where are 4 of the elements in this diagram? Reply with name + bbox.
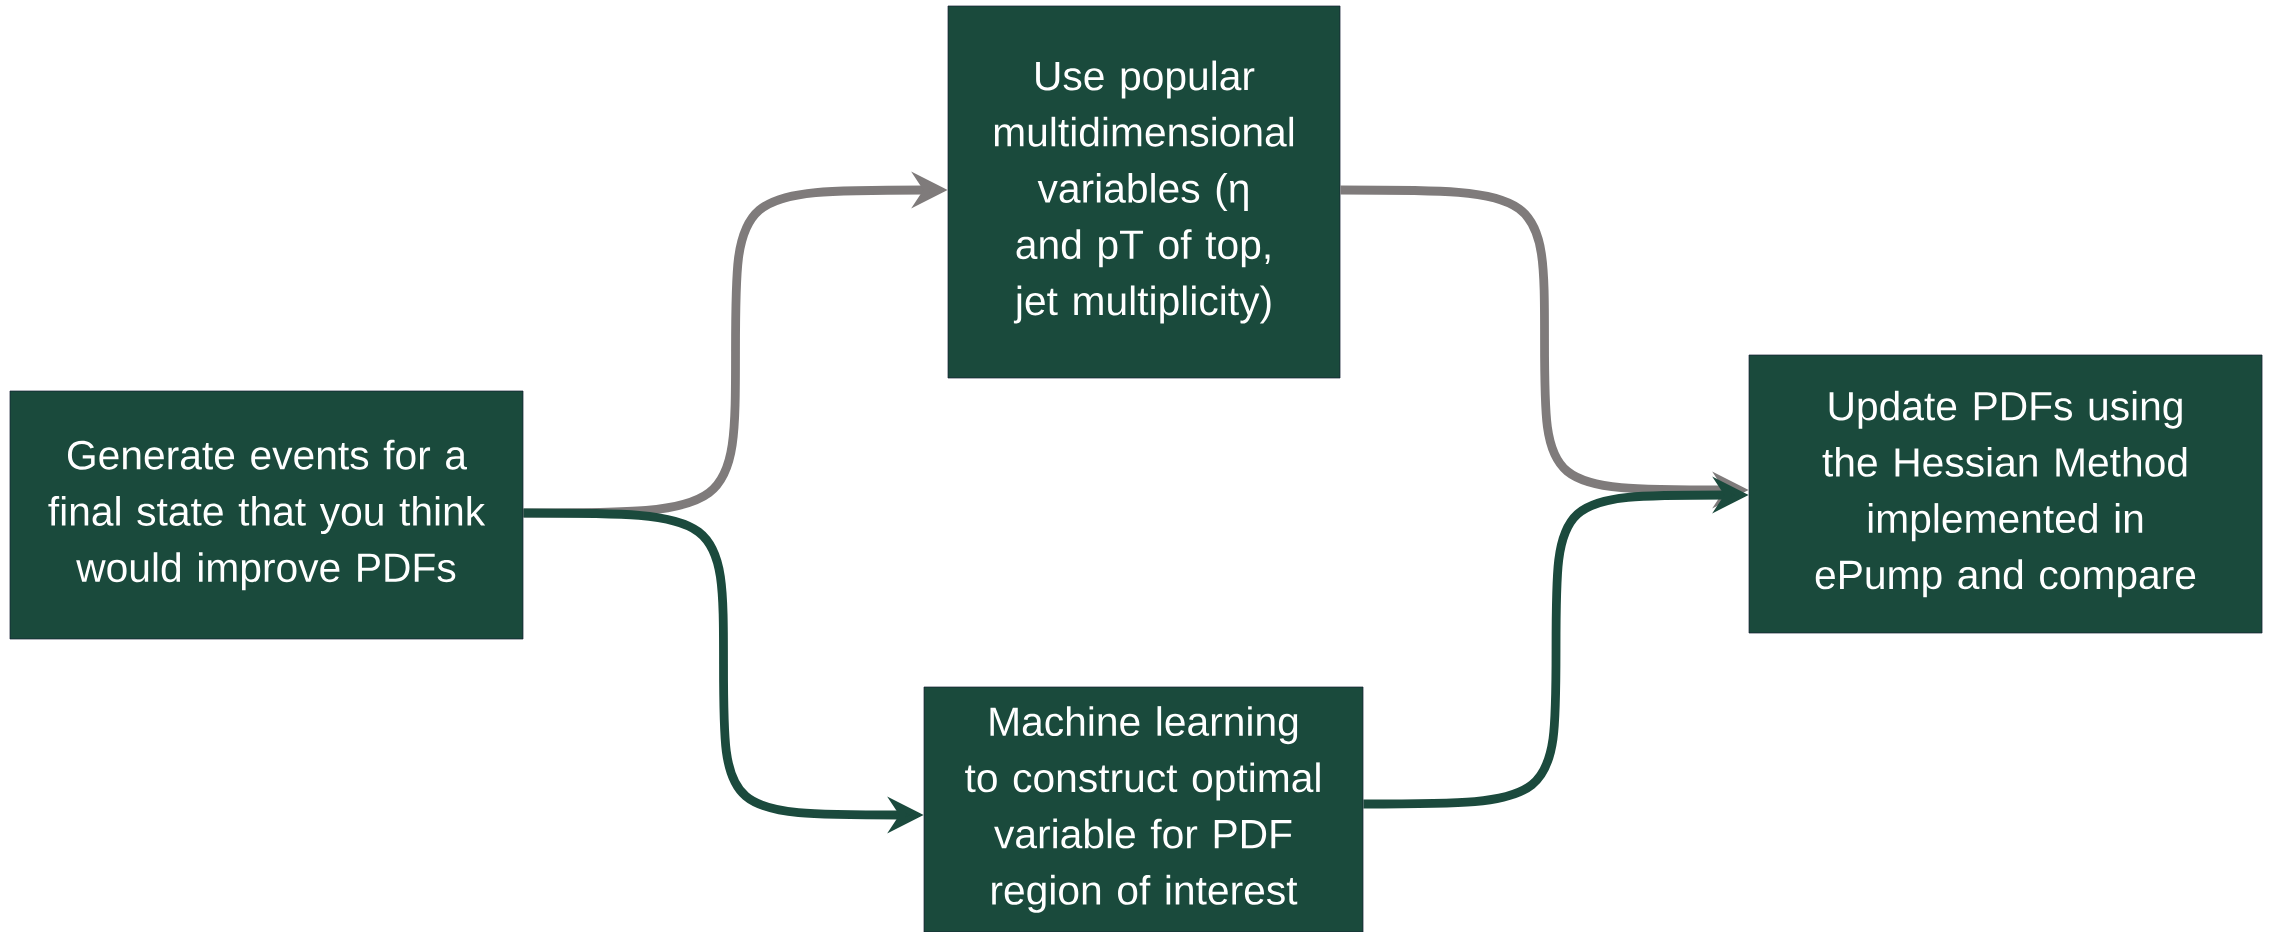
process-box: Machine learning to construct optimal variable for PDF region of interest [923,686,1364,932]
process-box: Use popular multidimensional variables (η and pT of top, jet multiplicity) [947,5,1341,379]
process-box: Update PDFs using the Hessian Method implemented in ePump and compare [1748,354,2263,634]
process-box: Generate events for a final state that you think would improve PDFs [9,390,524,640]
